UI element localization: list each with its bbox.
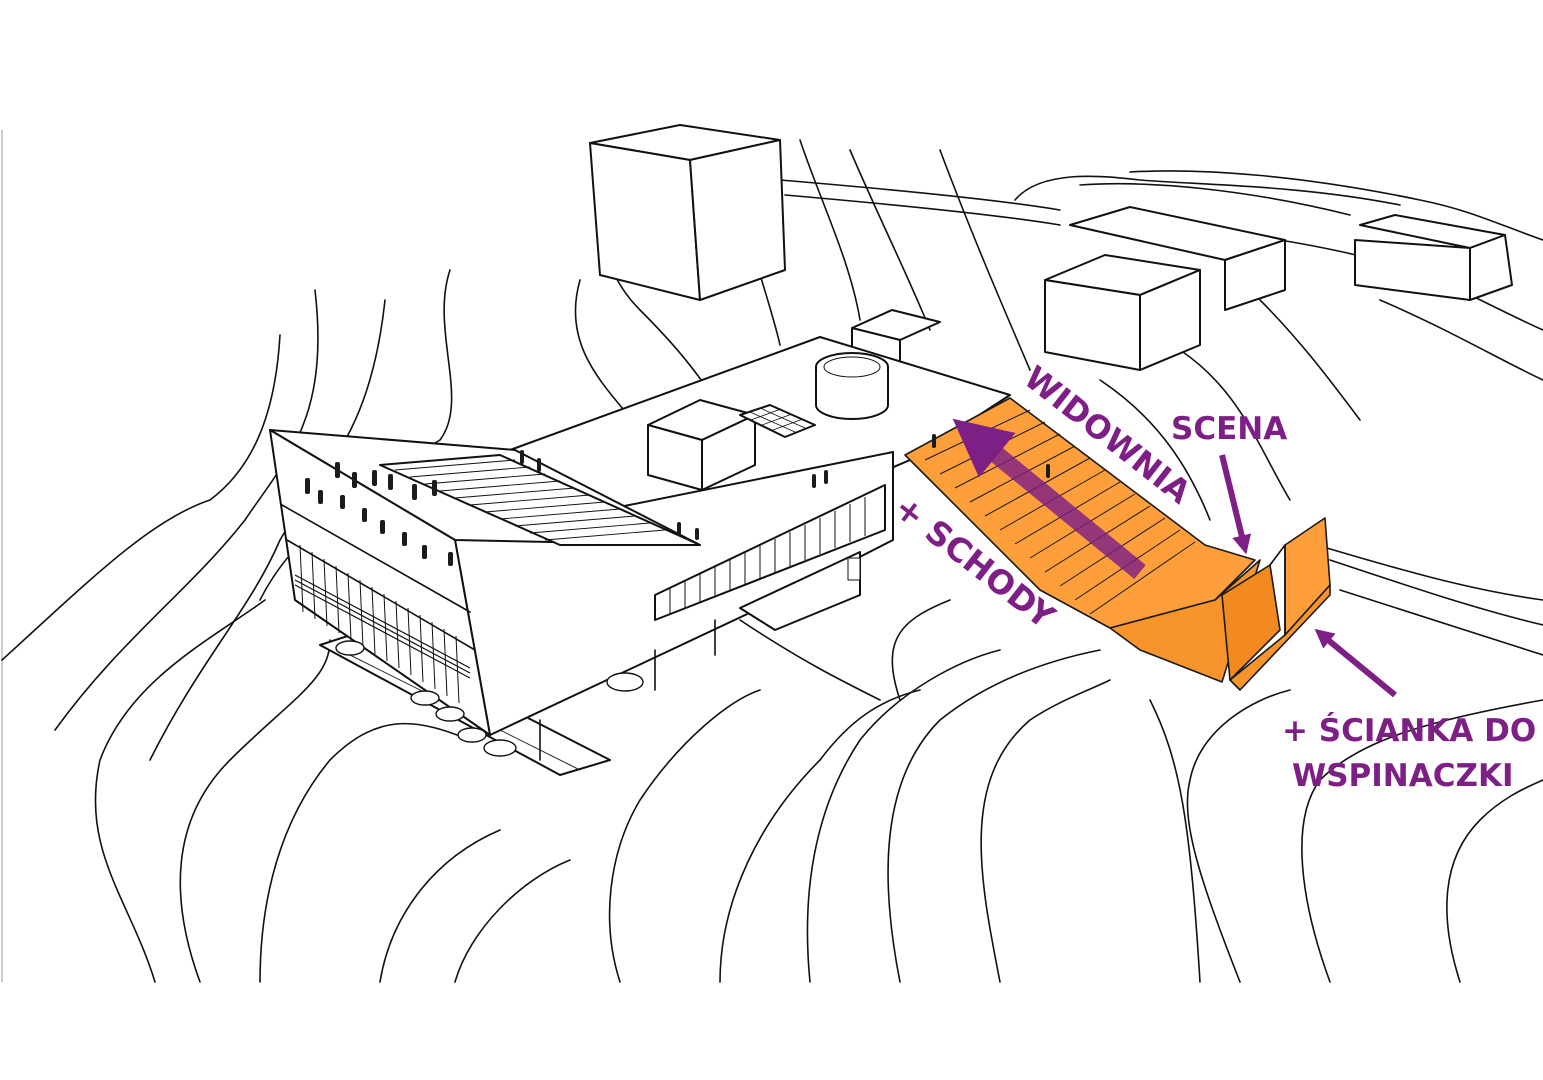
building-right-b xyxy=(1044,254,1201,371)
main-building xyxy=(269,336,1011,776)
person-icon xyxy=(305,434,1050,566)
label-scena: SCENA xyxy=(1171,411,1287,447)
car-icon xyxy=(335,640,644,757)
label-scianka-line2: WSPINACZKI xyxy=(1292,758,1514,794)
building-right-a xyxy=(1069,206,1286,311)
building-far-right xyxy=(1354,214,1513,301)
arrow-icon xyxy=(952,418,1397,698)
tower-block xyxy=(589,124,786,301)
label-scianka-line1: + ŚCIANKA DO xyxy=(1282,712,1536,749)
